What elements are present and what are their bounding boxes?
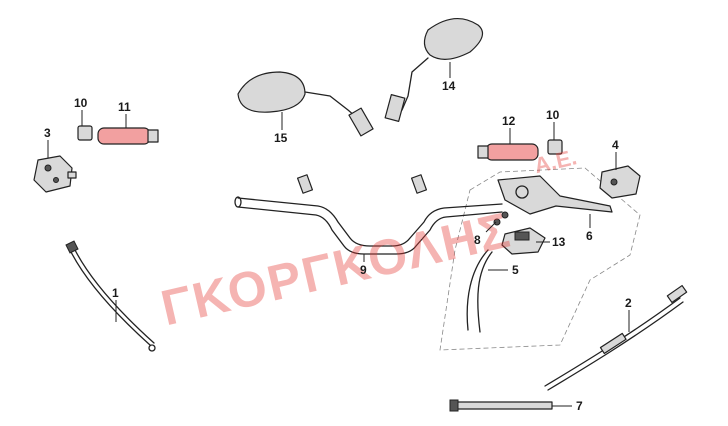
cable-tie — [449, 399, 553, 412]
throttle-cable — [65, 240, 156, 352]
left-switch-housing — [33, 155, 77, 193]
callout-9: 9 — [360, 263, 367, 277]
callout-8: 8 — [474, 233, 481, 247]
right-switch-housing — [599, 165, 641, 199]
lever-cable-5 — [466, 249, 493, 333]
callout-11: 11 — [118, 100, 131, 114]
callout-2: 2 — [625, 296, 632, 310]
callout-4: 4 — [612, 138, 619, 152]
callout-14: 14 — [442, 79, 456, 93]
master-cylinder — [501, 227, 546, 255]
mirror-right — [384, 18, 484, 123]
handlebar-clamp-bolts — [296, 174, 428, 194]
handlebar — [234, 196, 503, 255]
callout-6: 6 — [586, 229, 593, 243]
callout-7: 7 — [576, 399, 583, 413]
mirror-left — [237, 71, 374, 137]
callout-5: 5 — [512, 263, 519, 277]
callout-10-right: 10 — [546, 108, 560, 122]
screw-8 — [493, 211, 509, 226]
callout-12: 12 — [502, 114, 516, 128]
right-grip — [477, 143, 539, 161]
callout-10-left: 10 — [74, 96, 88, 110]
callouts: 1 2 3 4 5 6 7 8 9 10 10 11 12 13 14 15 — [44, 62, 632, 413]
bar-end-left — [77, 125, 93, 141]
callout-13: 13 — [552, 235, 566, 249]
callout-3: 3 — [44, 126, 51, 140]
brake-lever — [497, 175, 613, 215]
left-grip — [97, 127, 159, 145]
brake-cable — [544, 284, 688, 391]
bar-end-right — [547, 139, 563, 155]
callout-15: 15 — [274, 131, 288, 145]
callout-1: 1 — [112, 286, 119, 300]
